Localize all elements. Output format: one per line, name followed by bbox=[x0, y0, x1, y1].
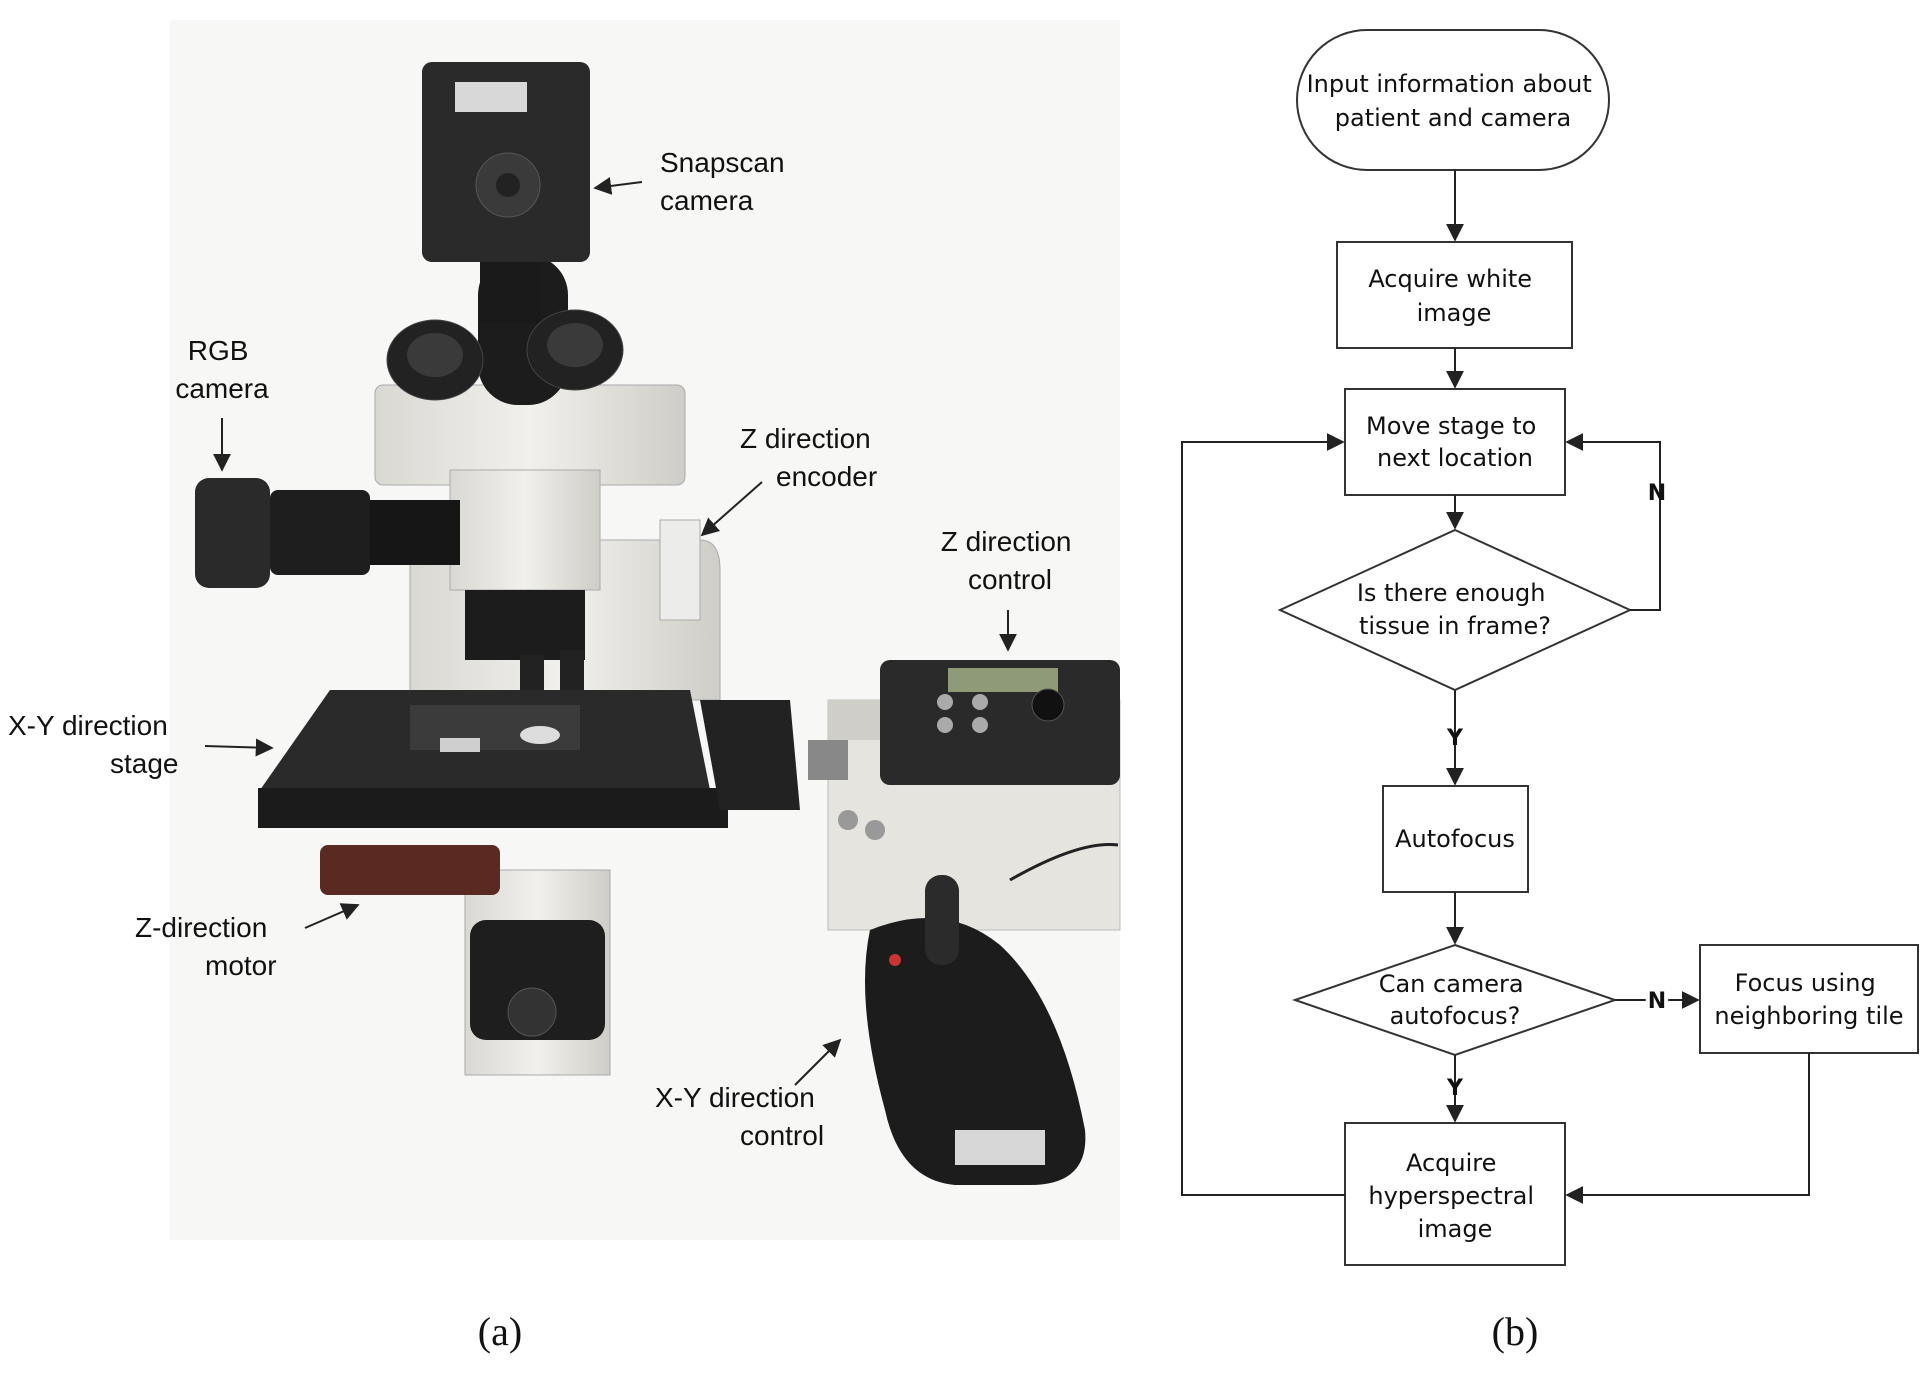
node-autofocus-text: Autofocus bbox=[1395, 825, 1515, 853]
xy-stage bbox=[258, 690, 800, 895]
node-acquire-hyperspectral-image bbox=[1344, 1122, 1566, 1266]
arrow-z-motor bbox=[304, 903, 360, 929]
node-input-text: Input information about patient and came… bbox=[1307, 70, 1600, 132]
label-z-control: Z direction control bbox=[941, 526, 1080, 595]
edge-neighbor-to-acquire bbox=[1565, 1053, 1810, 1204]
edge-tissue-no bbox=[1565, 433, 1661, 611]
xy-direction-joystick bbox=[865, 875, 1086, 1185]
caption-a: (a) bbox=[478, 1309, 522, 1354]
node-acquire-hyper-text: Acquire hyperspectral image bbox=[1368, 1149, 1541, 1243]
label-rgb-camera: RGB camera bbox=[175, 335, 269, 404]
edge-loop-back bbox=[1181, 433, 1345, 1196]
node-acquire-white-text: Acquire white image bbox=[1368, 265, 1539, 327]
node-move-stage-text: Move stage to next location bbox=[1366, 412, 1544, 472]
arrow-xy-control bbox=[794, 1038, 842, 1086]
edge-label-autofocus-no: N bbox=[1648, 989, 1666, 1014]
node-focus-neighboring-tile bbox=[1699, 944, 1919, 1054]
panel-a-photo bbox=[170, 20, 1121, 1240]
microscope-body bbox=[374, 384, 721, 1076]
arrow-xy-stage bbox=[204, 738, 274, 757]
label-xy-control: X-Y direction control bbox=[655, 1082, 824, 1151]
node-input-information bbox=[1296, 29, 1610, 171]
caption-b: (b) bbox=[1492, 1309, 1539, 1354]
edge-label-tissue-no: N bbox=[1648, 481, 1666, 506]
edge-label-tissue-yes: Y bbox=[1446, 726, 1464, 751]
label-z-encoder: Z direction encoder bbox=[740, 423, 879, 492]
node-acquire-white-image bbox=[1336, 241, 1573, 349]
z-direction-control-unit bbox=[808, 660, 1121, 931]
node-tissue-text: Is there enough tissue in frame? bbox=[1357, 579, 1553, 640]
node-can-autofocus-decision bbox=[1291, 943, 1619, 1057]
node-tissue-decision bbox=[1277, 528, 1633, 692]
panel-a-labels: Snapscan camera RGB camera Z direction e… bbox=[8, 147, 1080, 1354]
label-snapscan-camera: Snapscan camera bbox=[660, 147, 792, 216]
node-can-autofocus-text: Can camera autofocus? bbox=[1379, 970, 1532, 1030]
arrow-z-encoder bbox=[700, 481, 763, 537]
rgb-camera bbox=[195, 478, 460, 588]
node-autofocus bbox=[1382, 785, 1529, 893]
edge-label-autofocus-yes: Y bbox=[1446, 1076, 1464, 1101]
panel-b-flowchart: Input information about patient and came… bbox=[1181, 29, 1919, 1354]
snapscan-camera bbox=[422, 62, 590, 322]
label-xy-stage: X-Y direction stage bbox=[8, 710, 179, 779]
arrow-snapscan bbox=[593, 177, 643, 195]
label-z-motor: Z-direction motor bbox=[135, 912, 277, 981]
node-move-stage bbox=[1344, 388, 1566, 496]
node-focus-neighbor-text: Focus using neighboring tile bbox=[1714, 969, 1903, 1030]
